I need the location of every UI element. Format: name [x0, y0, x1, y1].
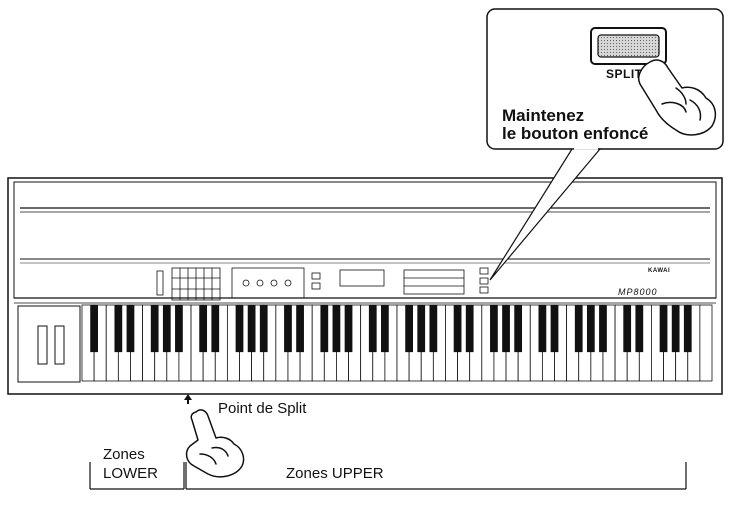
panel-button[interactable]: [479, 286, 489, 294]
split-button-face[interactable]: [597, 34, 660, 58]
split-point-label: Point de Split: [218, 400, 307, 417]
brand-logo: KAWAI: [648, 268, 671, 274]
black-key[interactable]: [671, 305, 680, 353]
control-panel: [156, 267, 489, 301]
black-key[interactable]: [514, 305, 523, 353]
instruction-line-1: Maintenez: [502, 106, 585, 125]
black-key[interactable]: [247, 305, 256, 353]
split-button-label: SPLIT: [606, 67, 643, 81]
black-key[interactable]: [417, 305, 426, 353]
black-key[interactable]: [284, 305, 292, 353]
left-cheek-block: [17, 305, 81, 383]
black-key[interactable]: [405, 305, 413, 353]
black-key[interactable]: [586, 305, 595, 353]
black-key[interactable]: [453, 305, 462, 353]
instruction-line-2: le bouton enfoncé: [502, 124, 649, 143]
black-key[interactable]: [320, 305, 329, 353]
black-key[interactable]: [429, 305, 438, 353]
volume-slider[interactable]: [156, 270, 164, 296]
black-key[interactable]: [90, 305, 98, 353]
panel-button[interactable]: [479, 267, 489, 275]
callout: [486, 8, 724, 281]
black-key[interactable]: [114, 305, 123, 353]
arrow-button[interactable]: [311, 272, 321, 280]
zone-brackets: [89, 462, 687, 490]
black-key[interactable]: [344, 305, 353, 353]
black-key[interactable]: [599, 305, 607, 353]
black-key[interactable]: [574, 305, 583, 353]
black-key[interactable]: [162, 305, 171, 353]
black-key[interactable]: [623, 305, 632, 353]
piano-body: [7, 177, 723, 395]
top-panel: [13, 181, 717, 299]
black-key[interactable]: [635, 305, 644, 353]
split-button-on-panel[interactable]: [479, 277, 489, 285]
black-key[interactable]: [550, 305, 559, 353]
black-key[interactable]: [683, 305, 692, 353]
modulation-wheel[interactable]: [54, 325, 65, 365]
black-key[interactable]: [368, 305, 377, 353]
lower-zone-bracket: [89, 462, 185, 490]
panel-button-grid[interactable]: [403, 269, 465, 295]
black-key[interactable]: [235, 305, 244, 353]
black-key[interactable]: [150, 305, 159, 353]
callout-pointer: [489, 148, 602, 281]
black-key[interactable]: [538, 305, 547, 353]
black-key[interactable]: [659, 305, 668, 353]
black-key[interactable]: [259, 305, 268, 353]
black-key[interactable]: [502, 305, 510, 353]
black-key[interactable]: [332, 305, 341, 353]
black-key[interactable]: [381, 305, 389, 353]
pressing-hand-icon: [638, 59, 717, 136]
white-key[interactable]: [699, 304, 713, 382]
model-name: MP8000: [618, 287, 658, 297]
black-key[interactable]: [211, 305, 220, 353]
black-key[interactable]: [296, 305, 304, 353]
piano-outline: [7, 177, 723, 395]
pointing-hand-icon: [185, 409, 245, 478]
keyboard: [81, 304, 713, 382]
black-key[interactable]: [199, 305, 208, 353]
black-key[interactable]: [465, 305, 474, 353]
split-point-arrow-icon: [184, 394, 192, 404]
black-key[interactable]: [126, 305, 135, 353]
black-key[interactable]: [490, 305, 498, 353]
arrow-button[interactable]: [311, 282, 321, 290]
upper-zone-label: Zones UPPER: [286, 465, 384, 482]
upper-zone-bracket: [185, 462, 687, 490]
black-key[interactable]: [175, 305, 183, 353]
knob-section[interactable]: [231, 267, 305, 299]
pitch-wheel[interactable]: [37, 325, 48, 365]
lower-zone-label-line2: LOWER: [103, 465, 159, 482]
lower-zone-label-line1: Zones: [103, 446, 145, 463]
lcd-display: [339, 269, 385, 287]
